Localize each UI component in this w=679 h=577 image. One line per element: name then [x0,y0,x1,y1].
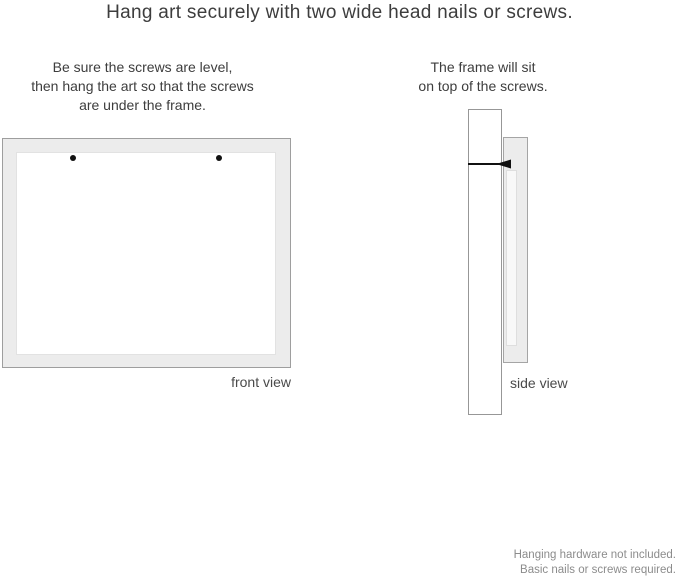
screw-dot-icon [70,155,76,161]
footer-line: Basic nails or screws required. [520,563,676,576]
side-view-label: side view [510,375,568,391]
wall-cross-section [468,109,502,415]
nail-icon [468,159,511,169]
side-view-instructions: The frame will sit on top of the screws. [373,58,593,96]
instruction-line: then hang the art so that the screws [31,78,254,94]
side-view-frame [503,137,528,363]
instruction-line: The frame will sit [430,59,536,75]
front-view-instructions: Be sure the screws are level, then hang … [0,58,285,115]
front-view-frame [2,138,291,368]
front-view-art-area [16,152,276,355]
instruction-line: are under the frame. [79,97,206,113]
front-view-label: front view [231,374,291,390]
screw-dot-icon [216,155,222,161]
footer-disclaimer: Hanging hardware not included. Basic nai… [514,548,676,577]
side-view-art-strip [506,170,517,346]
instruction-line: on top of the screws. [418,78,548,94]
instruction-line: Be sure the screws are level, [52,59,233,75]
page-title: Hang art securely with two wide head nai… [106,2,573,23]
footer-line: Hanging hardware not included. [513,549,676,561]
